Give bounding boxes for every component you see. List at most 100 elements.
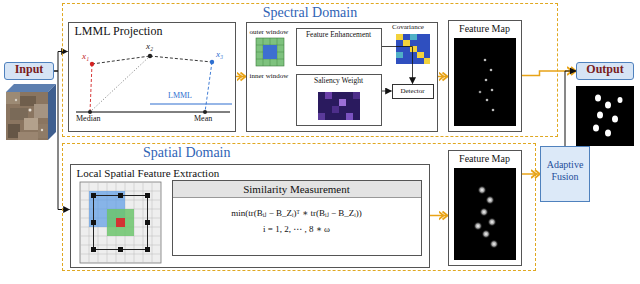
node-title: Feature Map [449,151,521,165]
lmml-projection-sketch-part [150,103,232,104]
covariance-matrix-part [410,34,417,40]
node-title: Feature Enhancement [297,29,381,40]
flow-arrow [565,71,576,146]
hyperspectral-cube-part [20,96,36,106]
hyperspectral-cube-part [24,118,38,130]
spatial-feature-map [454,168,516,260]
node-title: Input [5,63,53,77]
local-window-grid-part [107,209,134,236]
process-box: Saliency Weight [296,74,382,126]
matrix-label: Covariance [392,24,424,32]
local-window-grid-part [145,247,150,252]
local-window-grid-part [145,220,150,225]
lmml-projection-sketch-part [92,56,150,64]
saliency-heatmap-part [325,92,332,99]
local-window-grid-part [94,196,148,250]
node-title: Local Spatial Feature Extraction [71,165,429,180]
flow-arrow [430,215,448,217]
window-icon [256,38,284,66]
flow-arrow [54,52,68,72]
node-text: min(tr(Bᵢⱼ − B_Zᵢ)ᵀ ∗ tr(Bᵢⱼ − B_Zᵢ)) [173,208,421,218]
local-window-grid-part [118,193,123,198]
node-title: outer window [250,28,289,36]
detection-output-map [576,86,634,146]
covariance-matrix [396,34,430,64]
detection-output-map-part [618,97,623,103]
detection-output-map-part [576,86,634,146]
spectral-feature-map-part [485,79,488,82]
feature-map-panel: Feature Map [448,150,522,266]
local-window-grid-part [145,193,150,198]
saliency-heatmap-part [353,92,360,99]
domain-region: Spectral DomainLMML Projectionouter wind… [62,3,558,137]
node-title: Spectral Domain [63,4,557,21]
hyperspectral-cube [6,84,56,140]
hyperspectral-cube-part [34,104,48,118]
lmml-projection-sketch-part [90,62,94,66]
saliency-heatmap [318,92,360,120]
lmml-projection-sketch-part [205,62,212,112]
covariance-matrix-part [403,40,410,46]
input-label: Input [4,62,54,80]
spatial-feature-map-part [488,218,497,227]
covariance-matrix-part [396,34,430,64]
flow-arrow [522,71,577,76]
spectral-feature-map [454,38,516,126]
lmml-projection-sketch [76,54,232,114]
hyperspectral-cube-part [6,92,20,104]
window-icon-part [256,38,284,66]
detection-output-map-part [597,112,603,119]
node-title: Output [577,63,633,77]
node-title: Feature Map [449,21,521,35]
covariance-matrix-part [424,58,430,64]
spatial-feature-map-part [482,230,491,239]
detection-output-map-part [605,130,611,137]
node-title: Similarity Measurement [173,181,421,199]
lmml-projection-sketch-part [203,110,207,114]
module-box: Local Spatial Feature ExtractionSimilari… [70,164,430,268]
lmml-projection-sketch-part [210,60,214,64]
point-label: x₃ [216,50,223,60]
spatial-feature-map-part [480,208,489,217]
hyperspectral-cube-part [29,109,32,112]
process-box: Feature Enhancement [296,28,382,66]
axis-label: Mean [194,115,212,124]
feature-map-panel: Feature Map [448,20,522,132]
flow-arrow [382,91,392,92]
covariance-matrix-part [396,34,403,40]
spatial-feature-map-part [490,240,499,249]
local-window-grid-part [91,247,96,252]
saliency-heatmap-part [318,92,360,120]
local-window-grid-part [118,247,123,252]
local-window-grid-part [91,220,96,225]
node-title: Adaptive Fusion [541,147,589,182]
spectral-feature-map-part [454,38,516,126]
spectral-feature-map-part [484,59,487,62]
point-label: x₁ [82,52,89,62]
covariance-matrix-part [417,52,424,58]
point-label: x₂ [146,42,153,52]
spectral-feature-map-part [490,69,493,72]
flow-arrow [438,76,448,78]
local-window-grid-part [80,182,161,263]
fusion-box: Adaptive Fusion [540,146,590,202]
node-title: Detector [393,85,433,95]
lmml-projection-sketch-part [90,64,92,112]
spectral-feature-map-part [491,89,494,92]
lmml-projection-sketch-part [148,54,152,58]
spectral-feature-map-part [479,91,482,94]
spatial-feature-map-part [474,222,483,231]
detection-output-map-part [612,116,618,123]
node-text: inner window [250,72,289,80]
local-window-grid-part [80,182,161,263]
detector-box: Detector [392,84,434,99]
spatial-feature-map-part [478,186,487,195]
detector-module: outer window inner window Feature Enhancem… [246,22,438,132]
local-window-grid-part [91,193,96,198]
local-window-grid-part [116,218,125,227]
output-label: Output [576,62,634,80]
flow-arrow [236,76,246,78]
saliency-heatmap-part [318,113,325,120]
